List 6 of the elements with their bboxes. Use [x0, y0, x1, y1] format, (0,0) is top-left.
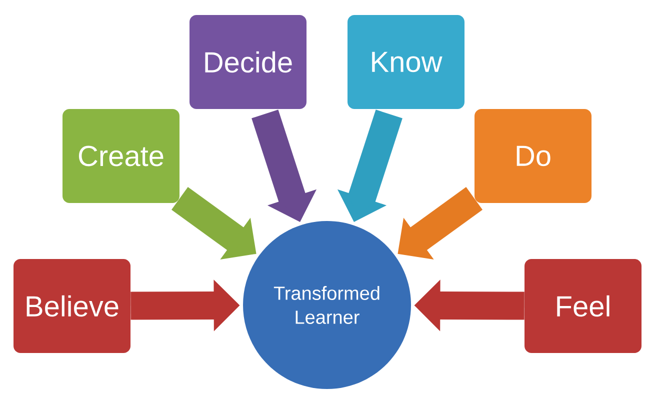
- process-box: Believe: [14, 259, 130, 353]
- process-box: Decide: [190, 15, 306, 109]
- process-box: Feel: [524, 259, 642, 353]
- process-box: Know: [348, 15, 464, 109]
- process-box: Create: [62, 109, 180, 203]
- process-box: Do: [474, 109, 592, 203]
